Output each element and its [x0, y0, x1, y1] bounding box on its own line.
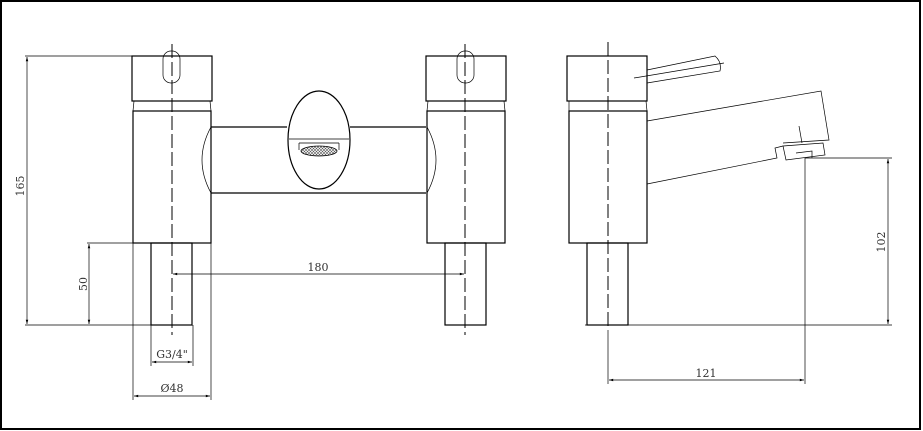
handle-lever: [633, 55, 725, 84]
spout: [287, 90, 351, 190]
dimension-121: 121: [608, 158, 806, 384]
front-view: 165 50 180 G3/4" Ø48: [14, 44, 507, 400]
height-label: 165: [14, 176, 27, 197]
spout-side: [646, 90, 830, 185]
side-view: 121 102: [566, 42, 892, 384]
projection-label: 121: [696, 367, 717, 380]
diameter-label: Ø48: [160, 382, 183, 395]
dimension-165: 165: [14, 55, 151, 326]
dimension-thread: G3/4": [150, 325, 194, 366]
dimension-102: 102: [585, 157, 892, 326]
left-valve: [131, 44, 213, 335]
right-valve: [425, 44, 507, 335]
spout-height-label: 102: [875, 232, 888, 253]
inlet-height-label: 50: [77, 277, 90, 291]
thread-label: G3/4": [156, 348, 188, 361]
dimension-180: 180: [173, 261, 464, 276]
aerator: [300, 145, 338, 157]
bridge-body: [201, 126, 437, 194]
dimension-diameter: Ø48: [132, 243, 212, 400]
dimension-50: 50: [77, 242, 133, 324]
centres-label: 180: [308, 261, 329, 274]
